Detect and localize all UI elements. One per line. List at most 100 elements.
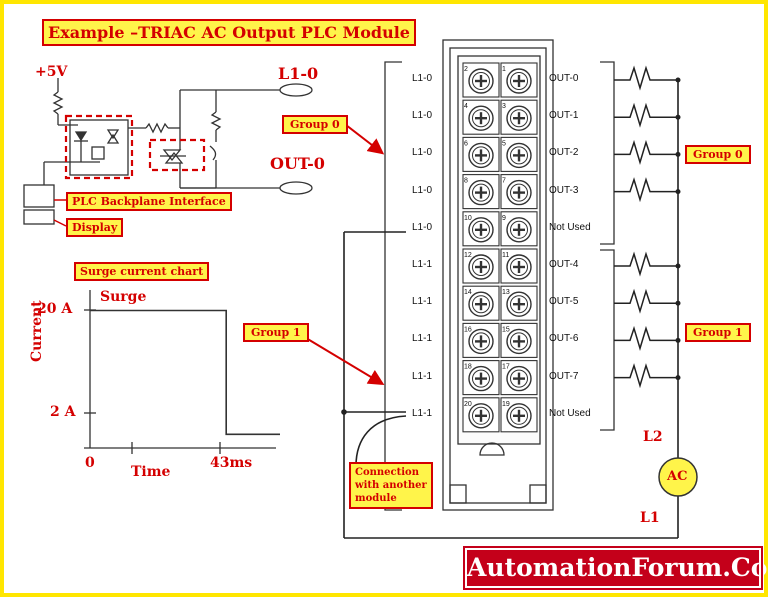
terminal-screw-right-10: 19	[500, 397, 538, 433]
group1-left-label: Group 1	[243, 323, 309, 342]
group0-left-label: Group 0	[282, 115, 348, 134]
terminal-label-left: L1-0	[412, 221, 433, 233]
terminal-screw-left-4: 8	[462, 174, 500, 210]
terminal-screw-right-5: 9	[500, 211, 538, 247]
terminal-screw-right-4: 7	[500, 174, 538, 210]
terminal-label-right: OUT-0	[549, 73, 579, 84]
terminal-number: 14	[464, 289, 472, 296]
terminal-label-left: L1-1	[412, 259, 433, 270]
group1-pointer	[305, 337, 385, 386]
terminal-number: 13	[502, 289, 510, 296]
terminal-screw-left-3: 6	[462, 136, 500, 172]
terminal-number: 8	[464, 178, 468, 185]
terminal-number: 15	[502, 326, 510, 333]
display-box	[23, 209, 55, 225]
terminal-label-left: L1-1	[412, 296, 433, 308]
load-coil-6	[614, 251, 681, 277]
terminal-number: 18	[464, 364, 472, 371]
terminal-number: 10	[464, 215, 472, 222]
opto-coupler-highlight	[64, 114, 134, 180]
load-coil-8	[614, 325, 681, 352]
terminal-number: 7	[502, 178, 506, 185]
terminal-label-right: Not Used	[549, 221, 591, 233]
terminal-label-left: L1-0	[412, 147, 433, 159]
load-coil-9	[614, 363, 681, 389]
ac-label: AC	[667, 469, 688, 484]
terminal-screw-right-3: 5	[500, 136, 538, 172]
terminal-number: 17	[502, 364, 510, 371]
terminal-screw-right-7: 13	[500, 285, 538, 321]
terminal-number: 6	[464, 140, 468, 147]
terminal-number: 12	[464, 252, 472, 259]
terminal-number: 5	[502, 140, 506, 147]
output-loads	[614, 65, 681, 389]
out-0-terminal-symbol	[279, 181, 313, 195]
connection-note: Connection with another module	[349, 462, 433, 509]
terminal-number: 4	[464, 103, 468, 110]
ac-source-symbol	[658, 457, 698, 497]
terminal-number: 20	[464, 401, 472, 408]
terminal-screw-left-9: 18	[462, 360, 500, 396]
terminal-screw-right-8: 15	[500, 322, 538, 358]
surge-chart-title: Surge current chart	[74, 262, 210, 281]
surge-annotation: Surge	[100, 289, 147, 305]
terminal-number: 3	[502, 103, 506, 110]
surge-chart-axes	[84, 290, 276, 454]
load-coil-4	[614, 177, 681, 203]
terminal-screw-left-1: 2	[462, 62, 500, 98]
terminal-screw-left-5: 10	[462, 211, 500, 247]
out-0-label: OUT-0	[270, 154, 325, 173]
terminal-screw-right-1: 1	[500, 62, 538, 98]
terminal-screw-left-10: 20	[462, 397, 500, 433]
field-wiring	[343, 80, 679, 539]
diagram-title: Example –TRIAC AC Output PLC Module	[42, 19, 416, 46]
terminal-label-left: L1-0	[412, 184, 433, 196]
backplane-interface-label: PLC Backplane Interface	[66, 192, 232, 211]
brand-banner: AutomationForum.Co	[463, 546, 767, 590]
terminal-screw-right-2: 3	[500, 99, 538, 135]
x-tick-43ms: 43ms	[210, 455, 253, 471]
surge-current-line	[90, 309, 280, 436]
terminal-label-left: L1-0	[412, 110, 433, 122]
terminal-label-right: Not Used	[549, 407, 591, 419]
l2-label: L2	[643, 429, 663, 445]
y-tick-20a: 20 A	[37, 301, 73, 317]
backplane-box	[23, 184, 55, 208]
terminal-number: 19	[502, 401, 510, 408]
terminal-screw-left-8: 16	[462, 322, 500, 358]
terminal-label-left: L1-1	[412, 370, 433, 382]
x-axis-label: Time	[131, 464, 171, 480]
terminal-screw-left-7: 14	[462, 285, 500, 321]
x-tick-0: 0	[85, 455, 95, 471]
terminal-screw-right-6: 11	[500, 248, 538, 284]
group0-pointer	[345, 124, 385, 155]
terminal-screw-right-9: 17	[500, 360, 538, 396]
supply-label: +5V	[35, 64, 68, 80]
terminal-screw-left-2: 4	[462, 99, 500, 135]
terminal-label-right: OUT-1	[549, 110, 579, 122]
terminal-label-left: L1-1	[412, 407, 433, 419]
terminal-number: 2	[464, 66, 468, 73]
load-coil-3	[614, 139, 681, 166]
load-coil-1	[614, 65, 681, 91]
y-axis-label: Current	[29, 300, 45, 362]
terminal-number: 1	[502, 66, 506, 73]
terminal-number: 9	[502, 215, 506, 222]
terminal-label-right: OUT-6	[549, 333, 579, 345]
triac-circuit	[43, 78, 282, 189]
terminal-label-left: L1-1	[412, 333, 433, 345]
triac-highlight	[148, 138, 206, 172]
terminal-label-left: L1-0	[412, 73, 433, 84]
terminal-label-right: OUT-5	[549, 296, 579, 308]
terminal-label-right: OUT-7	[549, 370, 579, 382]
l1-0-terminal-symbol	[279, 83, 313, 97]
junction-dot	[341, 409, 347, 415]
l1-0-label: L1-0	[278, 64, 319, 83]
terminal-label-right: OUT-4	[549, 259, 579, 270]
terminal-number: 16	[464, 326, 472, 333]
load-coil-2	[614, 102, 681, 128]
terminal-screw-left-6: 12	[462, 248, 500, 284]
group1-right-label: Group 1	[685, 323, 751, 342]
